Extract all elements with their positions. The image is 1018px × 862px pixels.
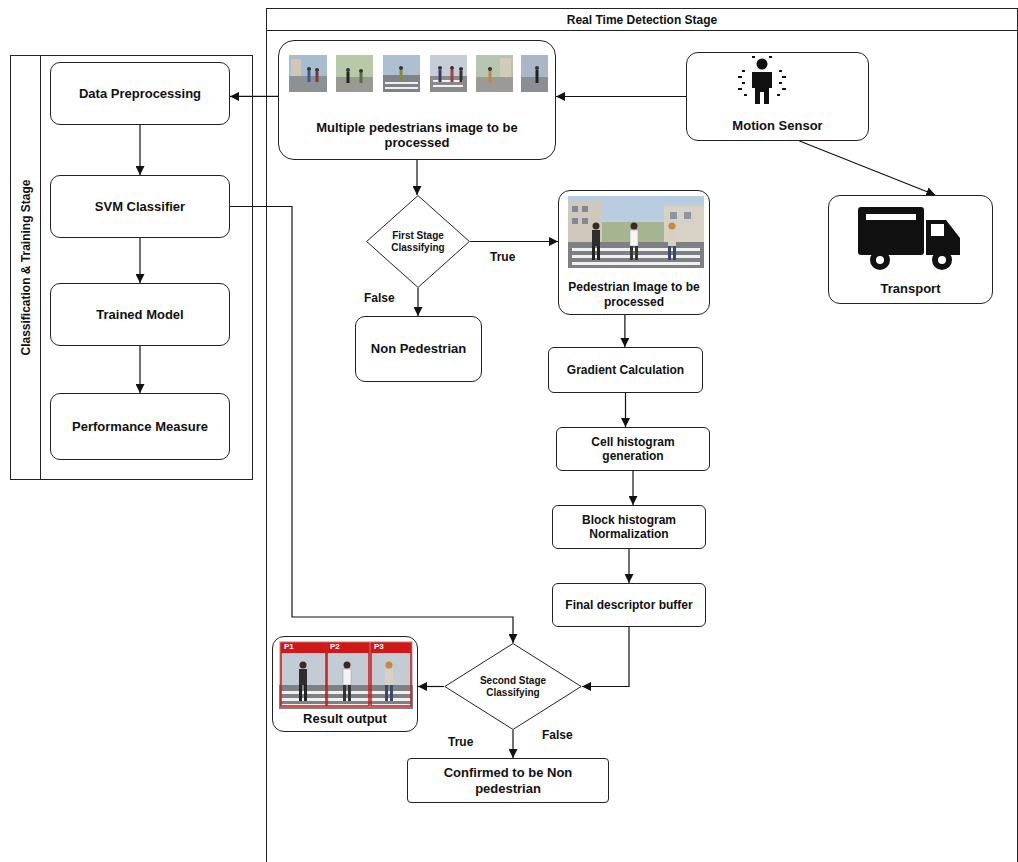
callout-label: P3 xyxy=(374,642,384,652)
node-label: Multiple pedestrians image to be process… xyxy=(287,120,547,151)
connector-arrow xyxy=(624,315,625,347)
result-box: Non Pedestrian xyxy=(355,316,482,382)
node-label: Final descriptor buffer xyxy=(565,598,692,612)
panel-title: Real Time Detection Stage xyxy=(267,9,1017,31)
callout-label: P2 xyxy=(330,642,340,652)
thumbnail xyxy=(521,55,548,92)
decision-diamond: Second Stage Classifying xyxy=(444,643,582,730)
image-box: Multiple pedestrians image to be process… xyxy=(278,40,556,160)
thumbnail xyxy=(476,55,513,92)
panel-title: Classification & Training Stage xyxy=(11,56,41,479)
node-label: Cell histogram generation xyxy=(565,435,701,464)
result-photo xyxy=(279,641,413,709)
sensor-icon xyxy=(738,56,786,104)
thumbnail xyxy=(289,55,327,92)
node-label: Result output xyxy=(303,711,387,727)
connector-arrow xyxy=(632,471,633,505)
node-label: First Stage Classifying xyxy=(385,230,451,254)
connector-arrow xyxy=(230,96,278,97)
node-label: Transport xyxy=(881,281,941,297)
connector-arrow xyxy=(139,346,140,393)
process-box: Block histogram Normalization xyxy=(552,505,706,549)
thumbnail xyxy=(430,55,467,92)
callout-label: P1 xyxy=(284,642,294,652)
connector-arrow xyxy=(628,549,629,583)
connector-arrow xyxy=(417,288,418,316)
node-label: Pedestrian Image to be processed xyxy=(567,280,701,309)
process-box: Trained Model xyxy=(50,283,230,346)
process-box: Data Preprocessing xyxy=(50,62,230,125)
sensor-box: Motion Sensor xyxy=(686,52,869,141)
node-label: Gradient Calculation xyxy=(567,363,684,377)
connector-arrow xyxy=(556,96,686,97)
stage-panel: Real Time Detection StageMultiple pedest… xyxy=(266,8,1018,862)
node-label: Motion Sensor xyxy=(732,118,822,134)
process-box: Performance Measure xyxy=(50,393,230,460)
node-label: Performance Measure xyxy=(72,419,208,435)
connector-arrow xyxy=(139,125,140,175)
connector-arrow xyxy=(139,238,140,283)
image-box: Pedestrian Image to be processed xyxy=(558,190,710,315)
node-label: Second Stage Classifying xyxy=(473,675,553,699)
connector-arrow xyxy=(230,207,513,644)
node-label: Data Preprocessing xyxy=(79,86,201,102)
node-label: Trained Model xyxy=(96,307,183,323)
connector-arrow xyxy=(582,627,629,687)
result-box: Confirmed to be Non pedestrian xyxy=(407,758,609,803)
truck-icon xyxy=(858,207,960,270)
node-label: Confirmed to be Non pedestrian xyxy=(416,765,600,796)
street-photo xyxy=(568,196,704,268)
node-label: Non Pedestrian xyxy=(371,341,466,357)
connector-arrow xyxy=(416,160,417,195)
connector-arrow xyxy=(800,141,936,195)
process-box: Cell histogram generation xyxy=(556,427,710,471)
process-box: SVM Classifier xyxy=(50,175,230,238)
decision-diamond: First Stage Classifying xyxy=(366,195,470,288)
edge-label: True xyxy=(446,735,475,749)
connector-arrow xyxy=(418,686,444,687)
thumbnail xyxy=(336,55,373,92)
edge-label: False xyxy=(362,291,397,305)
process-box: Final descriptor buffer xyxy=(552,583,706,627)
connector-arrow xyxy=(470,241,558,242)
node-label: Block histogram Normalization xyxy=(561,513,697,542)
edge-label: False xyxy=(540,728,575,742)
transport-box: Transport xyxy=(828,195,993,304)
process-box: Gradient Calculation xyxy=(548,347,703,393)
stage-panel: Classification & Training Stage Data Prep… xyxy=(10,55,253,480)
edge-label: True xyxy=(488,250,517,264)
connector-arrow xyxy=(625,393,626,427)
connector-arrow xyxy=(512,730,513,758)
thumbnail xyxy=(383,55,420,92)
image-box: Result output xyxy=(272,636,418,732)
node-label: SVM Classifier xyxy=(95,199,185,215)
